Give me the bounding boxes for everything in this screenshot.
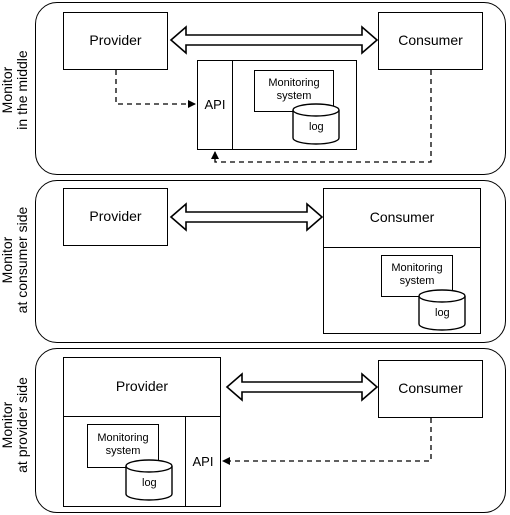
monitoring-line2: system	[105, 445, 141, 457]
side-label-line2: in the middle	[14, 50, 30, 130]
consumer-box: Consumer	[378, 12, 483, 70]
monitoring-system-label: Monitoring system	[382, 262, 452, 288]
monitoring-line1: Monitoring	[268, 77, 320, 89]
api-box: API	[197, 60, 233, 150]
provider-header: Provider	[63, 357, 221, 417]
provider-label: Provider	[115, 378, 169, 394]
consumer-label: Consumer	[398, 380, 463, 396]
log-label: log	[308, 121, 323, 133]
side-label-at-provider-side: Monitor at provider side	[0, 350, 30, 500]
monitoring-line1: Monitoring	[391, 262, 443, 274]
provider-label: Provider	[89, 32, 142, 48]
monitoring-line2: system	[276, 90, 312, 102]
api-box: API	[185, 416, 221, 507]
side-label-at-consumer-side: Monitor at consumer side	[0, 185, 30, 335]
provider-label: Provider	[89, 208, 142, 224]
provider-box: Provider	[63, 188, 168, 246]
consumer-header: Consumer	[323, 188, 481, 248]
side-label-in-the-middle: Monitor in the middle	[0, 30, 30, 150]
side-label-line2: at provider side	[14, 377, 30, 473]
side-label-line1: Monitor	[0, 401, 15, 449]
api-label: API	[192, 454, 214, 469]
consumer-box: Consumer	[378, 360, 483, 418]
side-label-line2: at consumer side	[14, 206, 30, 314]
monitoring-line1: Monitoring	[97, 432, 149, 444]
monitoring-system-box: Monitoring system	[254, 70, 334, 112]
side-label-line1: Monitor	[0, 66, 15, 114]
log-label: log	[434, 307, 449, 319]
monitoring-system-label: Monitoring system	[255, 77, 333, 103]
api-label: API	[204, 97, 226, 112]
provider-box: Provider	[63, 12, 168, 70]
monitoring-system-box: Monitoring system	[87, 424, 159, 468]
monitoring-system-label: Monitoring system	[88, 432, 158, 458]
side-label-line1: Monitor	[0, 236, 15, 284]
monitoring-line2: system	[399, 275, 435, 287]
consumer-label: Consumer	[369, 209, 435, 225]
consumer-label: Consumer	[398, 32, 463, 48]
monitoring-system-box: Monitoring system	[381, 255, 453, 297]
log-label: log	[141, 477, 156, 489]
